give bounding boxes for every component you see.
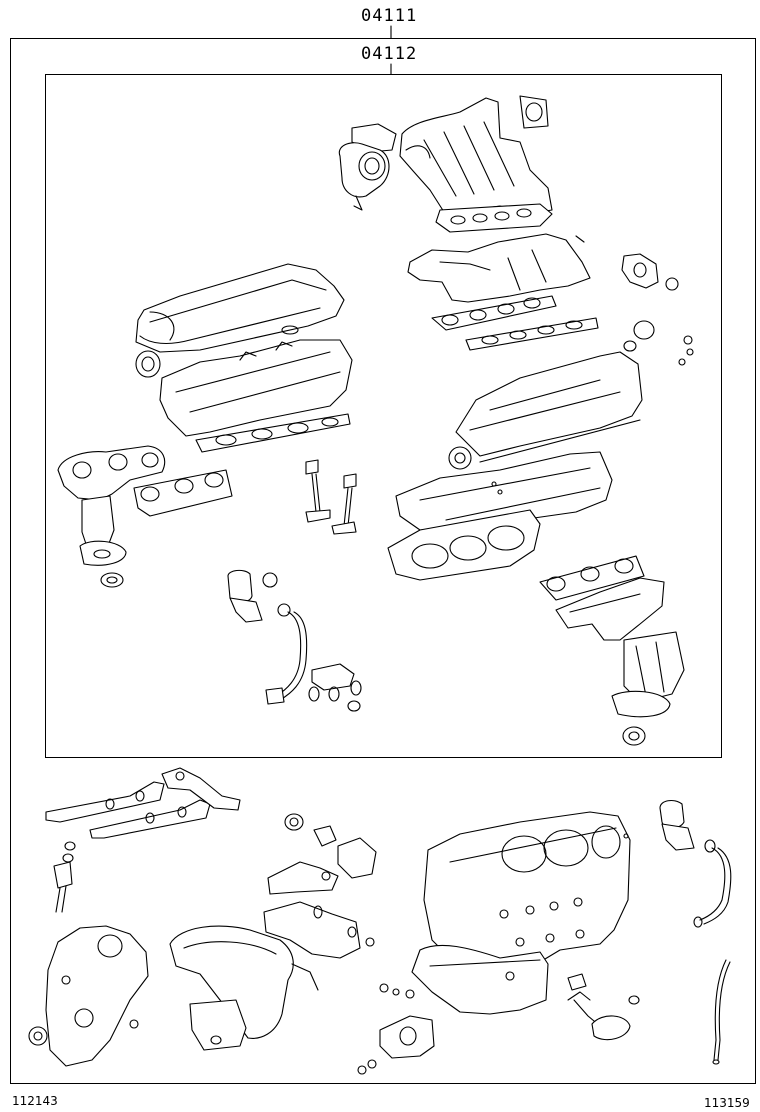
outer-part-number: 04111 bbox=[361, 6, 418, 26]
oil-pump-icon bbox=[358, 1016, 434, 1074]
thermostat-housing-icon bbox=[622, 254, 693, 365]
outer-kit-frame bbox=[10, 38, 756, 1084]
intake-manifold-icon bbox=[408, 234, 598, 350]
footer-left-code: 112143 bbox=[12, 1094, 58, 1108]
footer-right-code: 113159 bbox=[704, 1096, 750, 1110]
oil-strainer-icon bbox=[380, 974, 639, 1040]
fuel-rail-icon bbox=[46, 768, 240, 838]
oil-pipe-icon bbox=[660, 801, 731, 927]
cylinder-head-icon bbox=[136, 340, 352, 452]
inner-part-number: 04112 bbox=[361, 44, 418, 64]
inner-kit-frame bbox=[45, 74, 722, 758]
intake-manifold-icon bbox=[400, 96, 552, 232]
catalytic-converter-icon bbox=[80, 496, 126, 587]
catalytic-converter-icon bbox=[612, 632, 684, 745]
cylinder-head-cover-icon bbox=[449, 352, 642, 474]
water-pump-icon bbox=[264, 814, 376, 958]
exhaust-manifold-icon bbox=[58, 446, 232, 516]
timing-cover-icon bbox=[29, 926, 148, 1066]
injector-icon bbox=[54, 842, 75, 912]
valve-icon bbox=[306, 460, 356, 534]
oil-pan-icon bbox=[412, 945, 548, 1014]
throttle-body-icon bbox=[339, 124, 396, 210]
dipstick-icon bbox=[713, 960, 730, 1064]
oil-pipe-icon bbox=[228, 570, 361, 711]
exhaust-manifold-icon bbox=[540, 556, 664, 640]
timing-cover-icon bbox=[170, 926, 318, 1050]
head-gasket-icon bbox=[388, 510, 540, 580]
cylinder-head-cover-icon bbox=[136, 264, 344, 352]
